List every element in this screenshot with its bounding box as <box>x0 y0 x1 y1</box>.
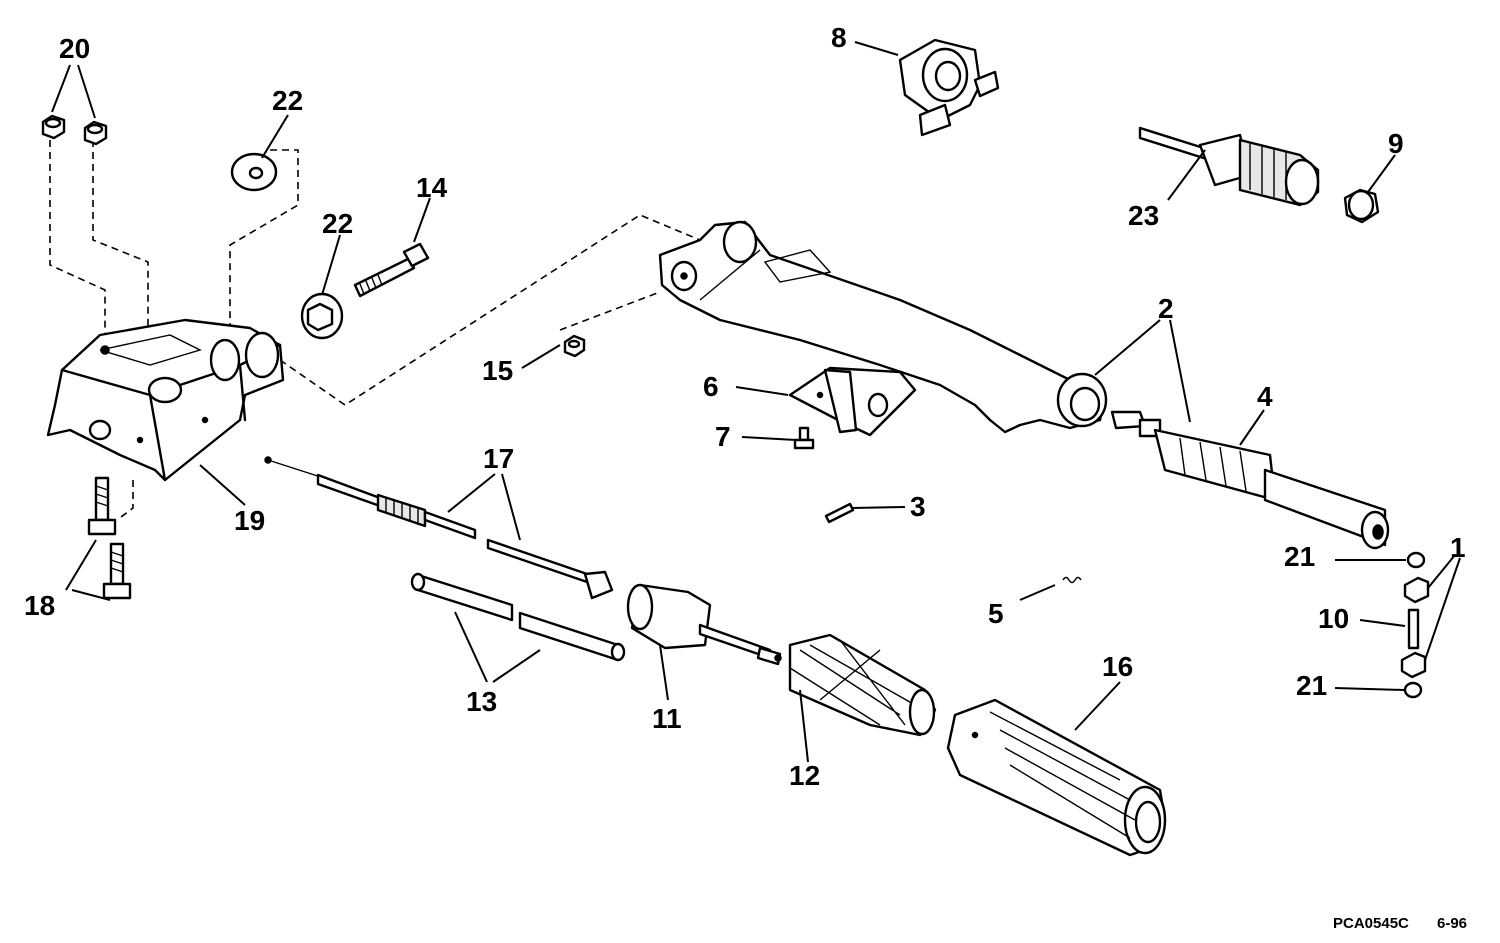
callout-21-lower: 21 <box>1296 670 1327 701</box>
callout-15: 15 <box>482 355 513 386</box>
callout-10: 10 <box>1318 603 1349 634</box>
callout-17: 17 <box>483 443 514 474</box>
callout-6: 6 <box>703 371 719 402</box>
spring-part-5 <box>1062 576 1082 584</box>
assembly-guide-lines <box>49 140 701 521</box>
switch-part-8 <box>898 38 1000 137</box>
callout-1: 1 <box>1450 532 1466 563</box>
callout-14: 14 <box>416 172 448 203</box>
callout-2: 2 <box>1158 293 1174 324</box>
callout-4: 4 <box>1257 381 1273 412</box>
clips-part-1 <box>1400 576 1430 679</box>
callout-8: 8 <box>831 22 847 53</box>
callout-20: 20 <box>59 33 90 64</box>
callout-7: 7 <box>715 421 731 452</box>
pin-part-10 <box>1407 608 1420 650</box>
bracket-part-19 <box>46 318 285 482</box>
cap-part-9 <box>1343 188 1380 224</box>
callout-12: 12 <box>789 760 820 791</box>
washer-part-21-upper <box>1406 551 1426 569</box>
washer-part-21-lower <box>1403 681 1423 699</box>
cage-part-12 <box>788 633 937 737</box>
nut-part-15 <box>563 334 586 358</box>
throttle-stem-part-23 <box>1138 126 1320 207</box>
washer-part-22-upper <box>230 152 278 192</box>
callout-16: 16 <box>1102 651 1133 682</box>
drawing-code: PCA0545C <box>1333 915 1409 932</box>
callout-21-upper: 21 <box>1284 541 1315 572</box>
drawing-date: 6-96 <box>1437 915 1467 932</box>
cylinder-part-11 <box>626 583 782 666</box>
tubes-part-13 <box>410 572 626 662</box>
callout-5: 5 <box>988 598 1004 629</box>
bolt-part-14 <box>353 242 430 298</box>
callout-23: 23 <box>1128 200 1159 231</box>
callout-9: 9 <box>1388 128 1404 159</box>
callout-11: 11 <box>652 703 682 734</box>
washer-part-22-lower <box>300 292 344 340</box>
callout-22-lower: 22 <box>322 208 353 239</box>
nuts-part-20 <box>41 114 108 146</box>
leader-lines <box>51 41 1461 763</box>
callout-13: 13 <box>466 686 497 717</box>
callout-22-upper: 22 <box>272 85 303 116</box>
pin-part-3 <box>824 502 855 524</box>
callout-3: 3 <box>910 491 926 522</box>
shaft-part-4 <box>1110 410 1390 550</box>
tiller-arm-part-2 <box>658 220 1108 434</box>
callout-19: 19 <box>234 505 265 536</box>
cable-part-17 <box>264 456 614 600</box>
screw-part-7 <box>793 426 815 450</box>
callout-18: 18 <box>24 590 55 621</box>
grip-part-16 <box>946 698 1167 857</box>
plate-part-6 <box>788 366 917 437</box>
bolts-part-18 <box>87 476 132 600</box>
